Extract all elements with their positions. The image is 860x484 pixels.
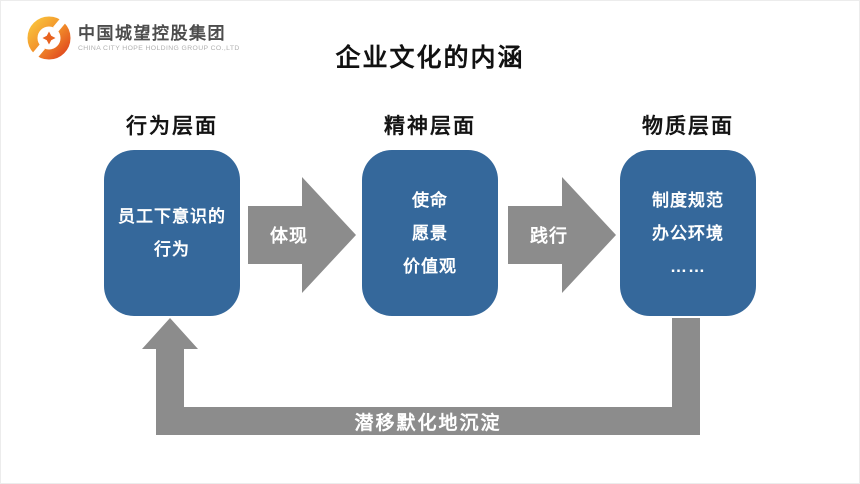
- box-material-level: 制度规范 办公环境 ……: [620, 150, 756, 316]
- feedback-connector-left-segment: [156, 348, 184, 408]
- arrow-label: 体现: [270, 226, 308, 246]
- feedback-arrow-up-icon: [142, 318, 198, 349]
- company-name: 中国城望控股集团: [78, 24, 226, 43]
- arrow-label: 践行: [530, 226, 568, 246]
- box-text-line: 价值观: [403, 256, 457, 276]
- box-text-line: 愿景: [412, 223, 448, 243]
- company-logo-text: 中国城望控股集团 CHINA CITY HOPE HOLDING GROUP C…: [78, 24, 240, 52]
- company-logo: 中国城望控股集团 CHINA CITY HOPE HOLDING GROUP C…: [26, 15, 240, 61]
- feedback-connector-bottom-segment: [156, 407, 700, 435]
- box-text-line: 办公环境: [652, 223, 724, 243]
- heading-material-level: 物质层面: [642, 115, 734, 138]
- heading-spirit-level: 精神层面: [384, 115, 476, 138]
- box-text-line: 行为: [154, 240, 190, 259]
- page-title: 企业文化的内涵: [335, 44, 525, 72]
- company-name-english: CHINA CITY HOPE HOLDING GROUP CO.,LTD: [78, 45, 240, 52]
- company-logo-icon: [27, 16, 71, 60]
- arrow-right-practice: 践行: [508, 177, 616, 293]
- box-text-line: 使命: [412, 190, 448, 210]
- box-text-line: 制度规范: [652, 190, 724, 210]
- heading-behavior-level: 行为层面: [126, 115, 218, 138]
- feedback-label: 潜移默化地沉淀: [354, 412, 502, 434]
- arrow-right-embody: 体现: [248, 177, 356, 293]
- box-text-line: ……: [670, 256, 706, 276]
- box-behavior-level: 员工下意识的 行为: [104, 150, 240, 316]
- box-text-line: 员工下意识的: [118, 207, 226, 226]
- box-spirit-level: 使命 愿景 价值观: [362, 150, 498, 316]
